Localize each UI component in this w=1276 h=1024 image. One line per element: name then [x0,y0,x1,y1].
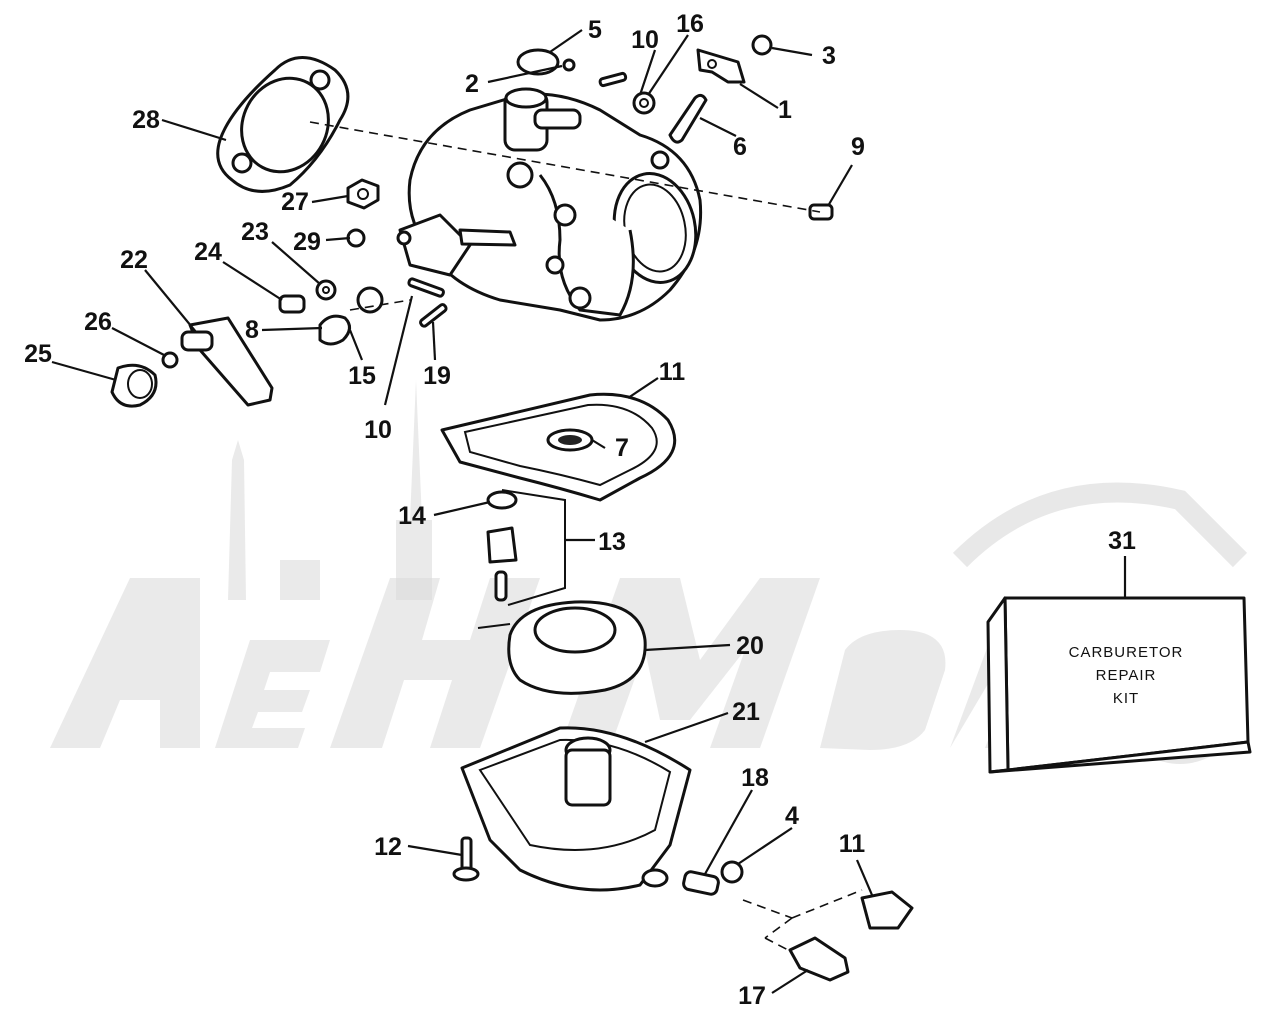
callout-23: 22 [120,246,148,274]
callout-18: 17 [738,982,766,1010]
nut-28 [346,178,380,210]
callout-30: 29 [293,228,321,256]
plug-9 [808,203,834,221]
callout-5: 5 [588,16,602,44]
callout-2: 2 [465,70,479,98]
jet-19 [682,870,720,896]
flange-gasket [216,56,350,193]
washer-17 [632,91,656,115]
callout-16: 15 [348,362,376,390]
callout-10-top: 10 [631,26,659,54]
callout-10-lower: 10 [364,416,392,444]
callout-26: 25 [24,340,52,368]
callout-4: 4 [785,802,799,830]
screw-20 [419,303,448,328]
callout-1: 1 [778,96,792,124]
kit-label-line3: KIT [1113,690,1139,707]
bolt-12 [860,890,914,930]
callout-31: 31 [1108,527,1136,555]
callout-7: 7 [615,434,629,462]
callout-17: 16 [676,10,704,38]
oring-27 [161,351,179,369]
washer-24 [315,279,337,301]
alignment-lines [309,121,863,953]
float-bowl [460,726,692,892]
bracket-1 [696,48,746,84]
spring-8 [318,314,351,346]
callout-12: 11 [839,830,866,858]
float-arm-14 [501,489,566,606]
callout-6: 6 [733,133,747,161]
callout-labels: 5 2 3 10 16 1 6 9 28 27 23 29 24 22 26 2… [24,10,1136,1010]
callout-29: 28 [132,106,160,134]
leader-lines [51,29,1127,994]
callout-13: 12 [374,833,402,861]
pin-10-top [598,71,628,88]
upper-small-parts [278,34,834,346]
screw-25 [278,294,306,314]
kit-label-line2: REPAIR [1096,667,1157,684]
callout-27: 26 [84,308,112,336]
ball-2 [562,58,576,72]
callout-22: 21 [732,698,760,726]
callout-9: 9 [851,133,865,161]
callout-8: 8 [245,316,259,344]
callout-19: 18 [741,764,769,792]
lockwasher-30 [346,228,366,248]
bowl-gasket [440,392,677,502]
needle [494,570,508,602]
washer-15 [486,490,518,510]
callout-28: 27 [281,188,309,216]
callout-11: 11 [659,358,686,386]
throttle-lever-parts [110,316,274,408]
carburetor-repair-kit-box: CARBURETOR REPAIR KIT [986,596,1252,774]
callout-25: 24 [194,238,222,266]
pin-10-lower [407,277,445,298]
screw-3 [751,34,773,56]
callout-24: 23 [241,218,269,246]
callout-15: 14 [398,502,426,530]
callout-21: 20 [736,632,764,660]
callout-20: 19 [423,362,451,390]
washer-16 [356,286,384,314]
callout-3: 3 [822,42,836,70]
callout-14: 13 [598,528,626,556]
fitting-18 [788,936,850,982]
washer-4 [720,860,744,884]
watermark-lettering [50,578,1100,750]
kit-label-line1: CARBURETOR [1069,644,1184,661]
needle-6 [668,93,708,144]
float-needle-valve [477,489,647,695]
watermark-logo [50,380,1248,764]
seat [486,526,518,564]
carburetor-body [396,87,703,322]
